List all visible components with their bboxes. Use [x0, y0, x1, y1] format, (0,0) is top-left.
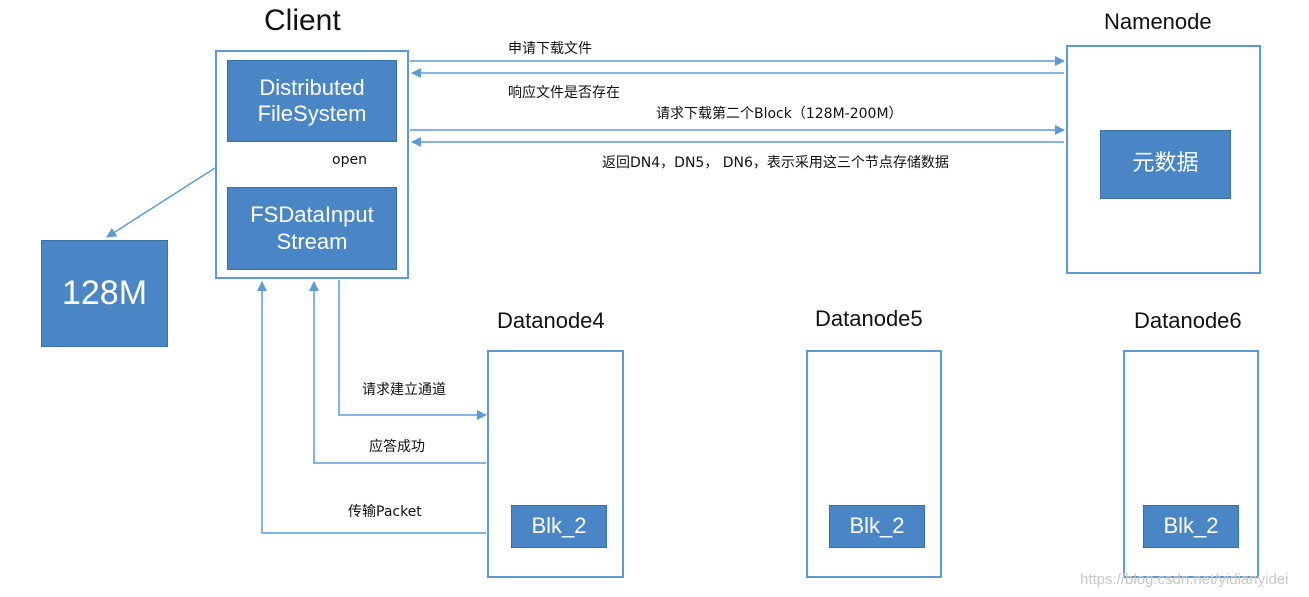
label-transfer-packet: 传输Packet [348, 504, 422, 520]
arrow-transfer-packet [257, 281, 486, 534]
namenode-title: Namenode [1104, 9, 1212, 34]
client-title: Client [264, 4, 341, 37]
datanode6-block: Blk_2 [1143, 505, 1239, 548]
label-file-exists-response: 响应文件是否存在 [508, 85, 620, 101]
metadata-box: 元数据 [1100, 130, 1231, 199]
datanode4-block: Blk_2 [511, 505, 607, 548]
datanode4-title: Datanode4 [497, 308, 605, 333]
distributed-filesystem-box: Distributed FileSystem [227, 60, 397, 142]
label-request-download: 申请下载文件 [508, 41, 592, 57]
label-return-datanodes: 返回DN4，DN5， DN6，表示采用这三个节点存储数据 [602, 155, 949, 171]
label-open: open [332, 152, 367, 168]
datanode5-title: Datanode5 [815, 306, 923, 331]
arrow-ack-success [309, 281, 486, 464]
label-ack-success: 应答成功 [369, 439, 425, 455]
datanode6-title: Datanode6 [1134, 308, 1242, 333]
fsdatainputstream-box: FSDataInput Stream [227, 187, 397, 270]
arrow-request-channel [338, 280, 487, 420]
label-request-channel: 请求建立通道 [362, 382, 446, 398]
block-128m-box: 128M [41, 240, 168, 347]
arrow-to-128m [106, 167, 216, 238]
datanode5-block: Blk_2 [829, 505, 925, 548]
watermark: https://blog.csdn.net/yidianyidei [1080, 571, 1289, 588]
label-request-second-block: 请求下载第二个Block（128M-200M） [656, 106, 903, 122]
